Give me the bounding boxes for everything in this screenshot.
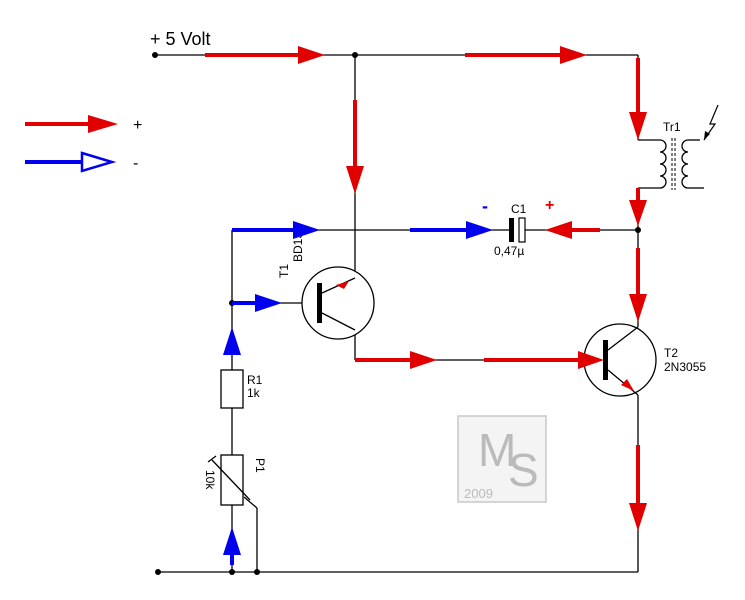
tr1-label: Tr1 — [663, 120, 681, 134]
transistor-t1: BD136 T1 — [277, 225, 375, 340]
c1-plus-mark: + — [545, 197, 554, 214]
flow-arrow — [465, 46, 587, 64]
legend: + - — [25, 115, 142, 173]
legend-negative-arrow — [25, 151, 117, 173]
c1-label: C1 — [511, 202, 527, 216]
watermark-s: S — [508, 444, 539, 496]
watermark-logo: M S 2009 — [457, 415, 547, 503]
legend-minus-label: - — [133, 155, 138, 172]
flow-arrow — [410, 221, 493, 239]
c1-value: 0,47µ — [494, 244, 524, 258]
resistor-r1: R1 1k — [220, 369, 263, 409]
transistor-t2: T2 2N3055 — [583, 323, 706, 397]
flow-arrow — [232, 221, 320, 239]
transformer-tr1: Tr1 — [638, 104, 719, 190]
p1-value-label: 10k — [203, 470, 217, 490]
legend-positive-arrow — [25, 115, 118, 133]
r1-value-label: 1k — [247, 386, 261, 400]
c1-minus-mark: - — [482, 196, 488, 216]
flow-arrow — [629, 58, 647, 140]
t2-type-label: 2N3055 — [664, 360, 706, 374]
flow-arrow — [629, 188, 647, 226]
flow-arrow — [232, 294, 282, 312]
flow-arrow — [205, 46, 325, 64]
flow-arrow — [629, 445, 647, 531]
r1-name-label: R1 — [247, 373, 263, 387]
capacitor-c1: C1 0,47µ - + — [482, 196, 554, 258]
flow-arrow — [223, 527, 241, 565]
flow-arrow — [629, 248, 647, 322]
negative-flow-arrows — [223, 221, 493, 565]
positive-flow-arrows — [205, 46, 647, 531]
t2-name-label: T2 — [664, 346, 678, 360]
p1-name-label: P1 — [253, 458, 267, 473]
flow-arrow — [346, 100, 364, 194]
flow-arrow — [355, 351, 437, 369]
t1-name-label: T1 — [277, 264, 291, 278]
watermark-m: M — [478, 424, 516, 476]
legend-plus-label: + — [133, 117, 142, 134]
flow-arrow — [484, 351, 604, 369]
watermark-year: 2009 — [464, 486, 493, 501]
junction-dots — [152, 52, 641, 575]
flow-arrow — [223, 327, 241, 355]
potentiometer-p1: P1 10k — [203, 454, 267, 506]
flow-arrow — [545, 221, 600, 239]
supply-voltage-label: + 5 Volt — [150, 29, 211, 49]
